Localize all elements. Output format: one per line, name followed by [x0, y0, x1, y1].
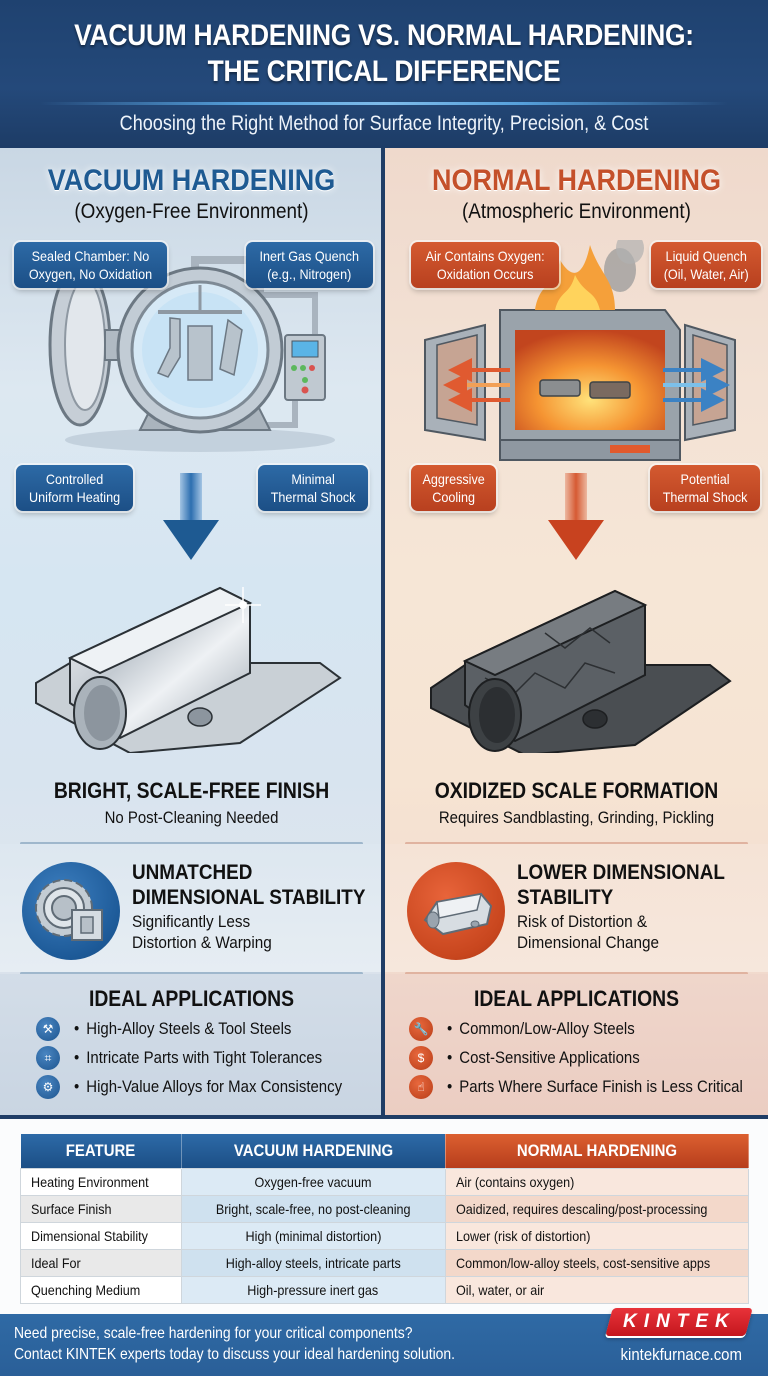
normal-subtitle: (Atmospheric Environment)	[462, 200, 691, 223]
header-divider	[40, 102, 728, 105]
down-arrow-icon	[548, 520, 604, 560]
vacuum-panel: VACUUM HARDENING (Oxygen-Free Environmen…	[0, 148, 383, 1115]
normal-panel: NORMAL HARDENING (Atmospheric Environmen…	[385, 148, 768, 1115]
normal-app-item: 🔧 Common/Low-Alloy Steels	[409, 1016, 660, 1042]
down-arrow-shaft	[180, 473, 202, 528]
website-link[interactable]: kintekfurnace.com	[620, 1345, 742, 1364]
comparison-table-section: FEATURE VACUUM HARDENING NORMAL HARDENIN…	[0, 1115, 768, 1314]
header-feature: FEATURE	[20, 1134, 182, 1168]
table-row: Dimensional Stability High (minimal dist…	[20, 1221, 750, 1250]
normal-finish-subtitle: Requires Sandblasting, Grinding, Picklin…	[438, 808, 715, 827]
section-divider	[405, 842, 748, 845]
title-line-1: VACUUM HARDENING VS. NORMAL HARDENING:	[74, 19, 694, 52]
vacuum-title: VACUUM HARDENING	[47, 164, 336, 197]
vacuum-furnace-illustration	[48, 256, 335, 452]
table-header-row: FEATURE VACUUM HARDENING NORMAL HARDENIN…	[20, 1134, 750, 1168]
normal-finish-title: OXIDIZED SCALE FORMATION	[434, 778, 719, 803]
vacuum-app-item: ⚙ High-Value Alloys for Max Consistency	[36, 1074, 379, 1100]
panel-divider	[381, 148, 386, 1115]
bright-steel-part	[35, 586, 342, 753]
money-hand-icon: $	[409, 1046, 433, 1070]
title-line-2: THE CRITICAL DIFFERENCE	[207, 55, 561, 88]
normal-app-item: ☝ Parts Where Surface Finish is Less Cri…	[409, 1074, 768, 1100]
footer-cta: Need precise, scale-free hardening for y…	[0, 1308, 768, 1376]
vacuum-finish-title: BRIGHT, SCALE-FREE FINISH	[53, 778, 330, 803]
header-normal: NORMAL HARDENING	[445, 1134, 750, 1168]
comparison-table: FEATURE VACUUM HARDENING NORMAL HARDENIN…	[20, 1134, 750, 1304]
page-title: VACUUM HARDENING VS. NORMAL HARDENING: T…	[46, 18, 722, 90]
wrench-icon: 🔧	[409, 1017, 433, 1041]
header-vacuum: VACUUM HARDENING	[181, 1134, 446, 1168]
header-banner: VACUUM HARDENING VS. NORMAL HARDENING: T…	[0, 0, 768, 148]
normal-stability-subtitle: Risk of Distortion &Dimensional Change	[517, 912, 660, 952]
hand-pointer-icon: ☝	[409, 1075, 433, 1099]
normal-title: NORMAL HARDENING	[431, 164, 721, 197]
open-fire-furnace-illustration	[424, 240, 736, 461]
table-row: Surface Finish Bright, scale-free, no po…	[20, 1194, 750, 1223]
distorted-part-icon	[407, 862, 505, 960]
down-arrow-icon	[163, 520, 219, 560]
down-arrow-shaft	[565, 473, 587, 528]
callout-inert-gas-quench: Inert Gas Quench(e.g., Nitrogen)	[246, 242, 373, 288]
precision-diagram-icon: ⌗	[36, 1046, 60, 1070]
vacuum-finish-subtitle: No Post-Cleaning Needed	[104, 808, 279, 827]
table-row: Heating Environment Oxygen-free vacuum A…	[20, 1167, 750, 1196]
vacuum-apps-title: IDEAL APPLICATIONS	[88, 986, 295, 1011]
gear-part-icon	[22, 862, 120, 960]
cta-text: Need precise, scale-free hardening for y…	[14, 1325, 456, 1363]
vacuum-app-item: ⌗ Intricate Parts with Tight Tolerances	[36, 1045, 356, 1071]
vacuum-subtitle: (Oxygen-Free Environment)	[74, 200, 309, 223]
callout-liquid-quench: Liquid Quench(Oil, Water, Air)	[651, 242, 762, 288]
page-subtitle: Choosing the Right Method for Surface In…	[119, 112, 649, 135]
table-row: Quenching Medium High-pressure inert gas…	[20, 1275, 750, 1304]
normal-app-item: $ Cost-Sensitive Applications	[409, 1045, 666, 1071]
section-divider	[20, 972, 363, 975]
normal-apps-title: IDEAL APPLICATIONS	[473, 986, 680, 1011]
gears-icon: ⚙	[36, 1075, 60, 1099]
wrench-tools-icon: ⚒	[36, 1017, 60, 1041]
vacuum-app-item: ⚒ High-Alloy Steels & Tool Steels	[36, 1016, 321, 1042]
table-row: Ideal For High-alloy steels, intricate p…	[20, 1248, 750, 1277]
oxidized-scaled-part	[430, 589, 732, 753]
section-divider	[20, 842, 363, 845]
section-divider	[405, 972, 748, 975]
callout-air-oxidation: Air Contains Oxygen:Oxidation Occurs	[411, 242, 560, 288]
kintek-logo[interactable]: KINTEK	[605, 1308, 753, 1336]
